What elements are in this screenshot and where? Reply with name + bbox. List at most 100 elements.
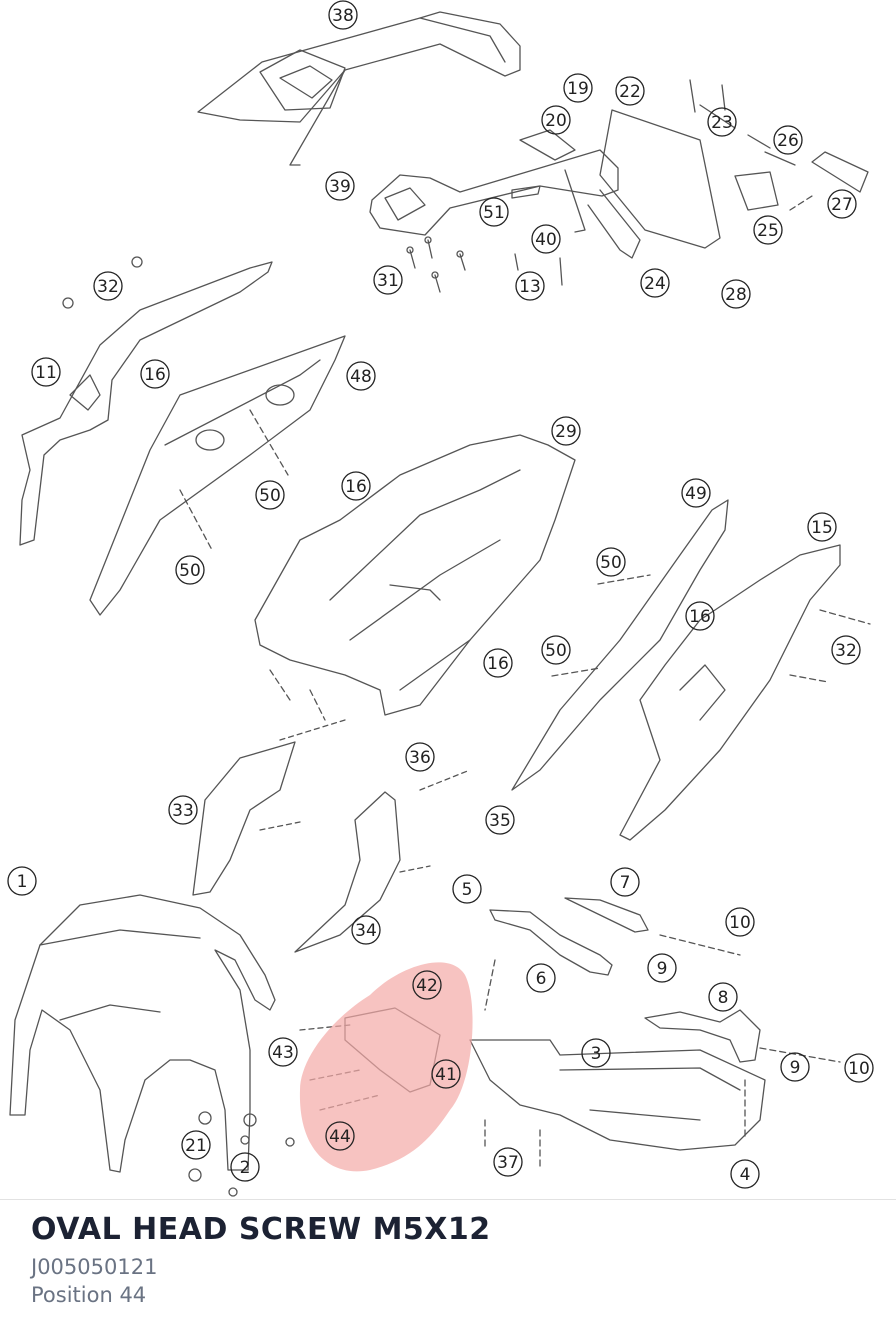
- callout-16d[interactable]: 16: [685, 601, 715, 631]
- callout-39[interactable]: 39: [325, 171, 355, 201]
- callout-32b[interactable]: 32: [831, 635, 861, 665]
- callout-circle: [707, 107, 737, 137]
- callout-38[interactable]: 38: [328, 0, 358, 30]
- callout-51[interactable]: 51: [479, 197, 509, 227]
- callout-circle: [526, 963, 556, 993]
- callout-label: 5: [462, 880, 473, 900]
- callout-13[interactable]: 13: [515, 271, 545, 301]
- callout-32a[interactable]: 32: [93, 271, 123, 301]
- callout-label: 49: [685, 484, 707, 504]
- callout-3[interactable]: 3: [581, 1038, 611, 1068]
- callout-15[interactable]: 15: [807, 512, 837, 542]
- callout-label: 6: [536, 969, 547, 989]
- callout-23[interactable]: 23: [707, 107, 737, 137]
- callout-28[interactable]: 28: [721, 279, 751, 309]
- callout-24[interactable]: 24: [640, 268, 670, 298]
- callout-label: 11: [35, 363, 57, 383]
- callout-circle: [31, 357, 61, 387]
- part-15-side-cover: [619, 544, 871, 841]
- callout-1[interactable]: 1: [7, 866, 37, 896]
- callout-label: 7: [620, 873, 631, 893]
- callout-50a[interactable]: 50: [255, 480, 285, 510]
- callout-circle: [325, 1121, 355, 1151]
- callout-16a[interactable]: 16: [140, 359, 170, 389]
- callout-26[interactable]: 26: [773, 125, 803, 155]
- callout-label: 34: [355, 921, 377, 941]
- callout-20[interactable]: 20: [541, 105, 571, 135]
- callout-10b[interactable]: 10: [844, 1053, 874, 1083]
- callout-27[interactable]: 27: [827, 189, 857, 219]
- callout-50b[interactable]: 50: [175, 555, 205, 585]
- callout-label: 43: [272, 1043, 294, 1063]
- callout-44[interactable]: 44: [325, 1121, 355, 1151]
- callout-label: 41: [435, 1065, 457, 1085]
- part-8-bracket: [644, 1009, 841, 1141]
- callout-circle: [328, 0, 358, 30]
- callout-circle: [721, 279, 751, 309]
- callout-43[interactable]: 43: [268, 1037, 298, 1067]
- part-title: OVAL HEAD SCREW M5X12: [31, 1212, 491, 1247]
- callout-50c[interactable]: 50: [596, 547, 626, 577]
- callout-label: 50: [179, 561, 201, 581]
- callout-33[interactable]: 33: [168, 795, 198, 825]
- callout-50d[interactable]: 50: [541, 635, 571, 665]
- callout-label: 1: [17, 872, 28, 892]
- callout-35[interactable]: 35: [485, 805, 515, 835]
- callout-21[interactable]: 21: [181, 1130, 211, 1160]
- callout-circle: [341, 471, 371, 501]
- callout-label: 3: [591, 1044, 602, 1064]
- callout-circle: [827, 189, 857, 219]
- callout-circle: [493, 1147, 523, 1177]
- callout-9a[interactable]: 9: [647, 953, 677, 983]
- callout-circle: [551, 416, 581, 446]
- callout-31[interactable]: 31: [373, 265, 403, 295]
- callout-48[interactable]: 48: [346, 361, 376, 391]
- callout-4[interactable]: 4: [730, 1159, 760, 1189]
- callout-10a[interactable]: 10: [725, 907, 755, 937]
- callout-11[interactable]: 11: [31, 357, 61, 387]
- callout-circle: [531, 224, 561, 254]
- callout-19[interactable]: 19: [563, 73, 593, 103]
- callout-circle: [255, 480, 285, 510]
- callout-16c[interactable]: 16: [483, 648, 513, 678]
- callout-41[interactable]: 41: [431, 1059, 461, 1089]
- callout-circle: [780, 1052, 810, 1082]
- callout-circle: [773, 125, 803, 155]
- callout-circle: [647, 953, 677, 983]
- callout-16b[interactable]: 16: [341, 471, 371, 501]
- callout-circle: [681, 478, 711, 508]
- callout-label: 16: [689, 607, 711, 627]
- callout-9b[interactable]: 9: [780, 1052, 810, 1082]
- callout-5[interactable]: 5: [452, 874, 482, 904]
- callout-22[interactable]: 22: [615, 76, 645, 106]
- callout-circle: [610, 867, 640, 897]
- part-6-bracket: [484, 897, 741, 1011]
- callout-label: 38: [332, 6, 354, 26]
- callout-circle: [230, 1152, 260, 1182]
- callout-circle: [175, 555, 205, 585]
- callout-7[interactable]: 7: [610, 867, 640, 897]
- callout-37[interactable]: 37: [493, 1147, 523, 1177]
- callout-2[interactable]: 2: [230, 1152, 260, 1182]
- callout-label: 10: [848, 1059, 870, 1079]
- callout-label: 19: [567, 79, 589, 99]
- callout-6[interactable]: 6: [526, 963, 556, 993]
- callout-49[interactable]: 49: [681, 478, 711, 508]
- callout-label: 50: [259, 486, 281, 506]
- callout-circle: [485, 805, 515, 835]
- callout-circle: [181, 1130, 211, 1160]
- callout-36[interactable]: 36: [405, 742, 435, 772]
- callout-25[interactable]: 25: [753, 215, 783, 245]
- callout-circle: [725, 907, 755, 937]
- callout-circle: [93, 271, 123, 301]
- callout-34[interactable]: 34: [351, 915, 381, 945]
- callout-42[interactable]: 42: [412, 970, 442, 1000]
- callout-circle: [412, 970, 442, 1000]
- callout-label: 39: [329, 177, 351, 197]
- callout-29[interactable]: 29: [551, 416, 581, 446]
- callout-circle: [405, 742, 435, 772]
- callout-circle: [268, 1037, 298, 1067]
- callout-8[interactable]: 8: [708, 982, 738, 1012]
- callout-40[interactable]: 40: [531, 224, 561, 254]
- callout-label: 25: [757, 221, 779, 241]
